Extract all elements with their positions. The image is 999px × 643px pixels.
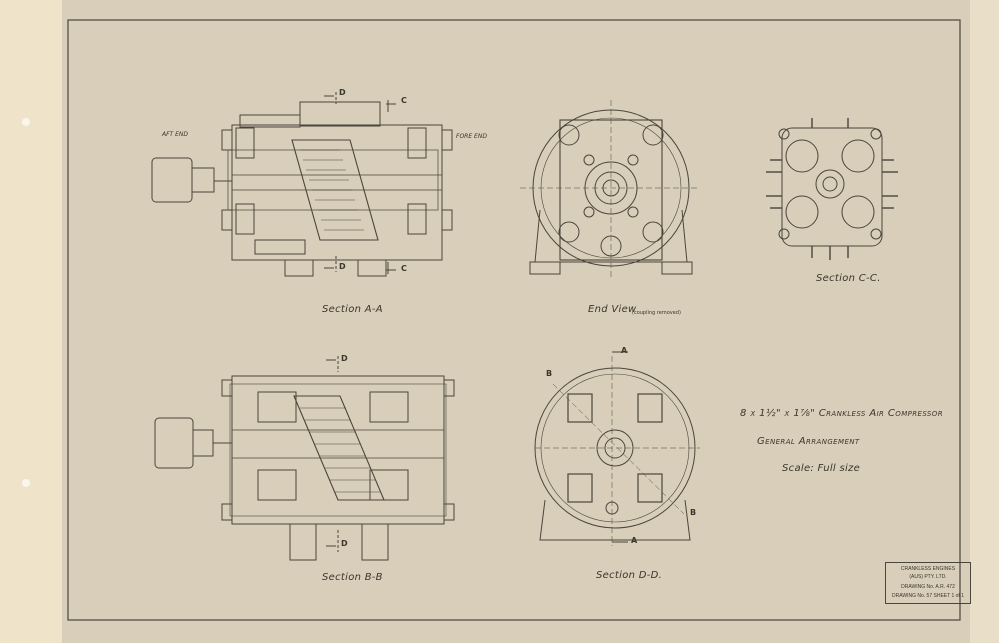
title-block: CRANKLESS ENGINES (AUS) PTY. LTD. DRAWIN… (885, 562, 971, 604)
section-a-a-title: Section A-A (322, 304, 383, 315)
cut-letter-d-top: D (339, 88, 346, 97)
cut-letter-a-top: A (621, 346, 628, 355)
section-c-c-drawing (766, 118, 898, 260)
title-block-ref: DRAWING No. A.R. 472 (901, 584, 955, 590)
section-d-d-title: Section D-D. (596, 570, 663, 581)
section-b-b-title: Section B-B (322, 572, 383, 583)
section-d-d-drawing (534, 351, 700, 546)
drawing-subtitle: General Arrangement (757, 436, 860, 447)
title-block-drawing-number: DRAWING No. 57 SHEET 1 of 1 (892, 593, 964, 599)
punch-hole-bottom (22, 479, 30, 487)
section-a-a-drawing (151, 92, 453, 277)
aft-end-label: AFT END (162, 131, 189, 138)
end-view-note: (coupling removed) (632, 310, 681, 316)
end-view-title: End View (588, 304, 637, 315)
margin-strip (0, 0, 62, 643)
end-view-drawing (520, 100, 700, 280)
cut-letter-a-bottom: A (631, 536, 638, 545)
drawing-scale: Scale: Full size (782, 463, 861, 474)
punch-hole-top (22, 118, 30, 126)
section-b-b-drawing (154, 356, 455, 561)
drawing-title: 8 x 1½" x 1⅞" Crankless Air Compressor (740, 408, 943, 419)
cut-letter-b-top: B (546, 369, 553, 378)
section-c-c-title: Section C-C. (816, 273, 881, 284)
cut-letter-c-bottom: C (401, 264, 407, 273)
title-block-company-suffix: (AUS) PTY. LTD. (909, 574, 947, 580)
fore-end-label: FORE END (456, 133, 487, 140)
cut-letter-d-b-bottom: D (341, 539, 348, 548)
right-edge (970, 0, 999, 643)
drawing-border (67, 19, 961, 621)
cut-letter-c-top: C (401, 96, 407, 105)
cut-letter-d-b-top: D (341, 354, 348, 363)
cut-line-arrows (324, 95, 396, 547)
cut-letter-d-bottom: D (339, 262, 346, 271)
cut-letter-b-bottom: B (690, 508, 697, 517)
title-block-company: CRANKLESS ENGINES (900, 566, 956, 572)
